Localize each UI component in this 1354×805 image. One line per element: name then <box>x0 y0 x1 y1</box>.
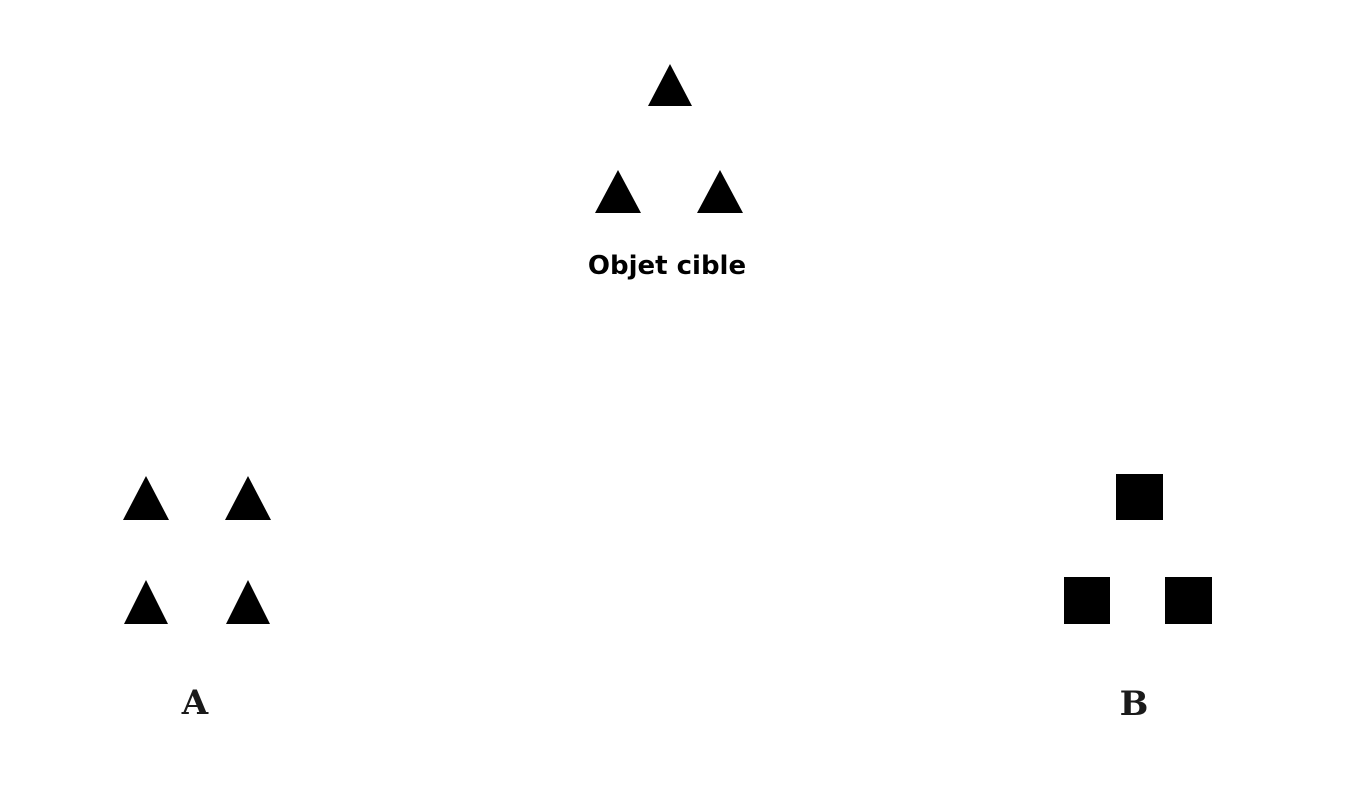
triangle-icon <box>123 476 169 520</box>
target-object: Objet cible <box>588 64 746 281</box>
triangle-icon <box>225 476 271 520</box>
square-icon <box>1116 474 1163 520</box>
square-icon <box>1165 577 1212 624</box>
option-a-label: A <box>181 683 209 723</box>
option-b-label: B <box>1120 684 1149 724</box>
triangle-icon <box>226 580 270 624</box>
target-label: Objet cible <box>588 251 746 281</box>
triangle-icon <box>697 170 743 213</box>
option-b: B <box>1064 474 1212 724</box>
triangle-icon <box>648 64 692 106</box>
square-icon <box>1064 577 1110 624</box>
triangle-icon <box>595 170 641 213</box>
triangle-icon <box>124 580 168 624</box>
option-a: A <box>123 476 271 723</box>
